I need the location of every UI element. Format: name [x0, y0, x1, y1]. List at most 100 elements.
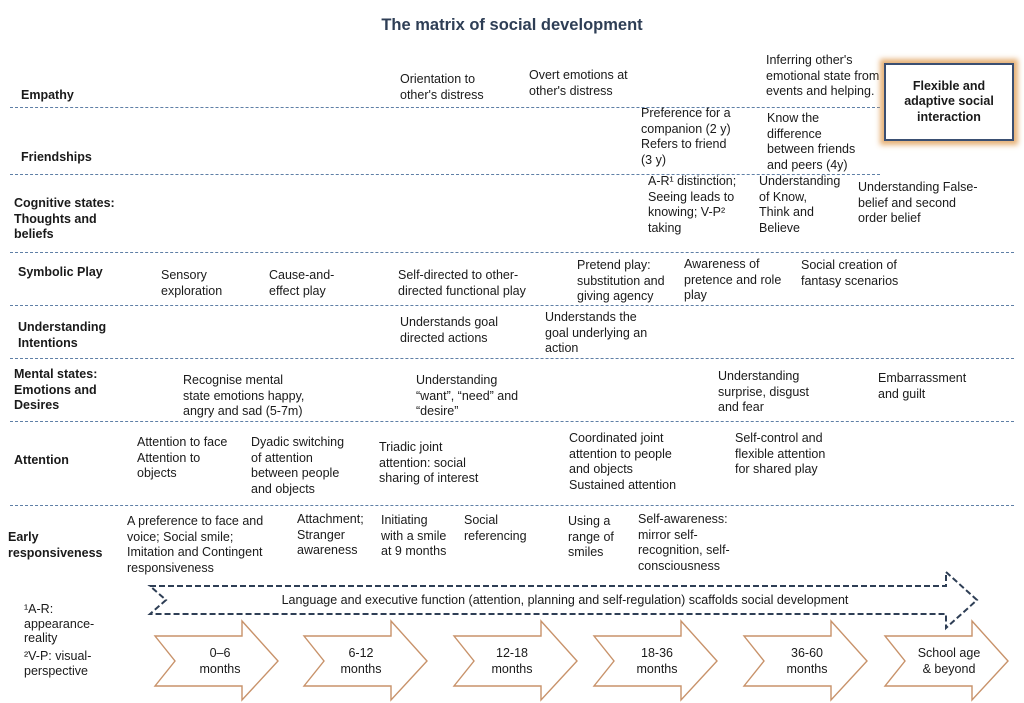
- cell-line: and guilt: [878, 386, 926, 401]
- age-line: & beyond: [922, 661, 976, 676]
- cell-line: for shared play: [735, 462, 818, 476]
- cell-line: Dyadic switching: [251, 435, 345, 449]
- cell-line: awareness: [297, 543, 358, 557]
- cell-line: Attachment;: [297, 512, 364, 526]
- symbolic-play-cell: Self-directed to other- directed functio…: [398, 268, 526, 299]
- cell-line: smiles: [568, 545, 604, 559]
- cell-line: Sustained attention: [569, 477, 677, 492]
- early-responsiveness-cell: Self-awareness: mirror self- recognition…: [638, 512, 730, 574]
- row-label-line: Thoughts and: [14, 211, 97, 226]
- friendships-cell: Preference for a companion (2 y) Refers …: [641, 106, 731, 168]
- cell-line: and peers (4y): [767, 157, 848, 172]
- cell-line: Self-control and: [735, 431, 823, 445]
- early-responsiveness-cell: A preference to face and voice; Social s…: [127, 514, 263, 576]
- cell-line: Pretend play:: [577, 258, 651, 272]
- cell-line: A-R¹ distinction;: [648, 174, 737, 188]
- cognitive-cell: Understanding of Know, Think and Believe: [759, 174, 840, 236]
- footnote-line: appearance-: [24, 616, 95, 631]
- cell-line: objects: [137, 466, 177, 480]
- attention-cell: Triadic joint attention: social sharing …: [379, 440, 478, 487]
- attention-cell: Attention to face Attention to objects: [137, 435, 227, 482]
- cell-line: surprise, disgust: [718, 384, 810, 399]
- cell-line: recognition, self-: [638, 543, 730, 557]
- row-label-early-responsiveness: Early responsiveness: [8, 530, 103, 561]
- cell-line: directed functional play: [398, 283, 526, 298]
- cell-line: and fear: [718, 400, 764, 414]
- age-line: months: [636, 661, 678, 676]
- cell-line: Triadic joint: [379, 440, 443, 454]
- cell-line: Stranger: [297, 527, 345, 542]
- cell-line: and objects: [569, 462, 633, 476]
- cell-line: Understanding: [718, 369, 800, 383]
- early-responsiveness-cell: Social referencing: [464, 513, 527, 544]
- cell-line: Imitation and Contingent: [127, 545, 263, 559]
- cell-line: order belief: [858, 211, 921, 225]
- goal-box-text: Flexible and adaptive social interaction: [904, 79, 994, 126]
- row-label-attention: Attention: [14, 453, 69, 469]
- cell-line: Attention to: [137, 450, 201, 465]
- cell-line: Orientation to: [400, 72, 476, 86]
- symbolic-play-cell: Cause-and- effect play: [269, 268, 334, 299]
- age-label: 36-60 months: [747, 646, 867, 677]
- cell-line: Recognise mental: [183, 373, 284, 387]
- footnote-vp: ²V-P: visual- perspective: [24, 649, 91, 678]
- cell-line: other's distress: [400, 87, 484, 102]
- age-label: 6-12 months: [301, 646, 421, 677]
- cell-line: fantasy scenarios: [801, 273, 899, 288]
- footnote-line: reality: [24, 631, 58, 645]
- age-chevron: [742, 619, 868, 702]
- early-responsiveness-cell: Initiating with a smile at 9 months: [381, 513, 446, 560]
- row-divider: [10, 252, 1014, 253]
- goal-box: Flexible and adaptive social interaction: [884, 63, 1014, 141]
- cell-line: directed actions: [400, 330, 488, 345]
- row-label-understanding-intentions: Understanding Intentions: [18, 320, 106, 351]
- cell-line: “want”, “need” and: [416, 388, 519, 403]
- age-line: months: [340, 661, 382, 676]
- symbolic-play-cell: Awareness of pretence and role play: [684, 257, 781, 304]
- cell-line: Embarrassment: [878, 371, 967, 385]
- cell-line: pretence and role: [684, 272, 782, 287]
- age-chevron: [883, 619, 1009, 702]
- attention-cell: Self-control and flexible attention for …: [735, 431, 825, 478]
- row-label-empathy: Empathy: [21, 88, 74, 104]
- cell-line: Attention to face: [137, 435, 228, 449]
- row-label-line: Emotions and: [14, 382, 97, 397]
- cell-line: companion (2 y): [641, 121, 731, 136]
- cell-line: between friends: [767, 142, 856, 156]
- cell-line: Believe: [759, 220, 800, 235]
- row-label-line: Desires: [14, 398, 60, 412]
- footnote-line: perspective: [24, 663, 88, 678]
- cell-line: consciousness: [638, 558, 720, 573]
- row-divider: [10, 421, 1014, 422]
- cell-line: referencing: [464, 528, 527, 543]
- symbolic-play-cell: Social creation of fantasy scenarios: [801, 258, 898, 289]
- cell-line: angry and sad (5-7m): [183, 404, 303, 418]
- age-label: 0–6 months: [160, 646, 280, 677]
- age-line: months: [199, 661, 241, 676]
- cell-line: attention to people: [569, 446, 672, 461]
- mental-states-cell: Recognise mental state emotions happy, a…: [183, 373, 304, 420]
- diagram-title: The matrix of social development: [381, 16, 643, 34]
- cell-line: Know the: [767, 111, 820, 125]
- mental-states-cell: Embarrassment and guilt: [878, 371, 966, 402]
- intentions-cell: Understands goal directed actions: [400, 315, 498, 346]
- cell-line: voice; Social smile;: [127, 529, 234, 544]
- cell-line: Social: [464, 513, 499, 527]
- cell-line: state emotions happy,: [183, 388, 305, 403]
- empathy-cell: Orientation to other's distress: [400, 72, 484, 103]
- row-label-line: Empathy: [21, 88, 74, 102]
- cell-line: sharing of interest: [379, 471, 479, 485]
- cell-line: Think and: [759, 205, 814, 219]
- footnote-line: ¹A-R:: [24, 602, 54, 616]
- cell-line: other's distress: [529, 83, 613, 98]
- cell-line: Understands the: [545, 310, 637, 324]
- cell-line: Refers to friend: [641, 137, 727, 151]
- early-responsiveness-cell: Using a range of smiles: [568, 514, 614, 561]
- footnote-ar: ¹A-R: appearance- reality: [24, 602, 94, 646]
- cell-line: Initiating: [381, 513, 428, 527]
- row-label-cognitive-states: Cognitive states: Thoughts and beliefs: [14, 196, 115, 243]
- row-divider: [10, 305, 1014, 306]
- cell-line: (3 y): [641, 152, 666, 167]
